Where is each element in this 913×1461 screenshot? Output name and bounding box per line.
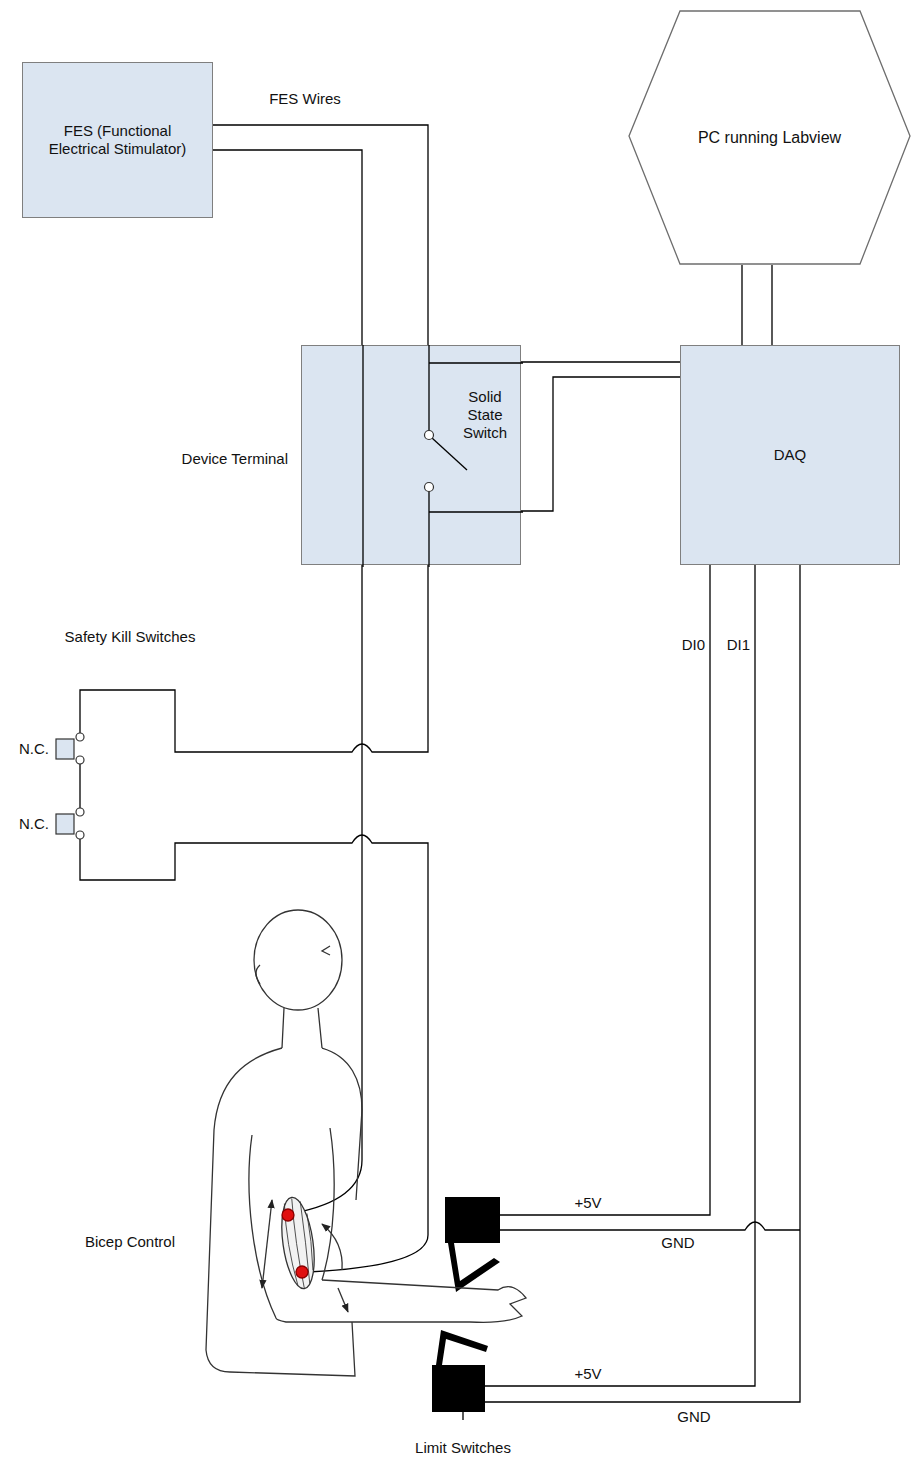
signal-name: DI1 — [726, 636, 751, 654]
kill-switch-symbol — [76, 756, 84, 764]
limit-switch-symbol — [436, 1330, 488, 1365]
hexagon-outline — [629, 11, 910, 264]
kill-switch-symbol — [56, 814, 74, 834]
switch-wire — [428, 491, 429, 567]
wire-label: FES Wires — [268, 90, 342, 108]
motion-arrow — [322, 1224, 342, 1270]
electrode-dot — [296, 1266, 308, 1278]
kill-switch-wire — [79, 764, 80, 808]
switch-type-label: N.C. — [18, 815, 50, 833]
stimulator-box: FES (Functional Electrical Stimulator) — [22, 62, 213, 218]
di1-wire — [485, 565, 755, 1386]
signal-name: +5V — [573, 1365, 602, 1383]
limit-switch-symbol — [432, 1365, 485, 1412]
electrode-dot — [282, 1209, 294, 1221]
neck-outline — [282, 1008, 322, 1048]
kill-switch-symbol — [76, 831, 84, 839]
switch-wire — [432, 438, 467, 470]
group-label: Safety Kill Switches — [64, 628, 197, 646]
part-label: Limit Switches — [414, 1439, 512, 1457]
wire — [80, 150, 800, 1402]
kill-switch-wire — [80, 565, 428, 752]
di0-wire — [500, 565, 710, 1215]
kill-switch-symbol — [76, 808, 84, 816]
forearm-outline — [276, 1280, 526, 1322]
switch-wire — [429, 511, 523, 512]
limit-switch-symbol — [432, 1197, 500, 1420]
wire-connector — [521, 362, 680, 511]
bicep-muscle — [277, 1195, 320, 1290]
arm-outline — [322, 1128, 334, 1280]
switch-wire — [362, 345, 363, 567]
switch-contact — [425, 483, 434, 492]
fes-wire — [213, 150, 362, 1213]
switch-symbol — [302, 346, 522, 566]
torso-outline — [322, 1048, 362, 1200]
kill-switch-symbol — [56, 733, 84, 839]
signal-name: GND — [660, 1234, 695, 1252]
ear-outline — [256, 965, 260, 984]
bicep-muscle — [277, 1195, 320, 1290]
node-label: PC running Labview — [698, 128, 841, 147]
eye-mark — [322, 946, 330, 955]
limit-switch-symbol — [462, 1412, 463, 1420]
device-terminal-box: Device TerminalSolid State Switch — [301, 345, 521, 565]
switch-wire — [428, 345, 429, 431]
arm-outline — [249, 1135, 276, 1318]
torso-outline — [206, 1048, 355, 1376]
motion-arrow — [338, 1288, 348, 1312]
computer-hexagon: PC running Labview — [628, 10, 911, 265]
node-label: FES (Functional Electrical Stimulator) — [32, 122, 203, 158]
signal-name: +5V — [573, 1194, 602, 1212]
signal-name: GND — [676, 1408, 711, 1426]
wire-connector — [213, 125, 428, 345]
switch-contact — [425, 431, 434, 440]
terminal-heading: Device Terminal — [182, 450, 288, 468]
kill-switch-wire — [80, 835, 428, 1272]
switch-type-label: N.C. — [18, 740, 50, 758]
node-label: DAQ — [774, 446, 807, 464]
signal-name: DI0 — [681, 636, 706, 654]
limit-switch-symbol — [448, 1243, 500, 1292]
kill-switch-symbol — [76, 733, 84, 741]
ground-wire — [500, 1222, 800, 1230]
motion-arrow — [262, 1200, 272, 1288]
kill-switch-symbol — [56, 739, 74, 759]
bicep-muscle — [282, 1197, 317, 1290]
person-figure — [254, 910, 342, 1010]
ground-wire — [485, 565, 800, 1402]
daq-box: DAQ — [680, 345, 900, 565]
person-figure — [206, 910, 526, 1376]
wire-connector — [742, 265, 772, 345]
limit-switch-symbol — [445, 1197, 500, 1243]
part-label: Bicep Control — [84, 1233, 176, 1251]
switch-label: Solid State Switch — [449, 388, 521, 442]
switch-wire — [429, 362, 523, 363]
